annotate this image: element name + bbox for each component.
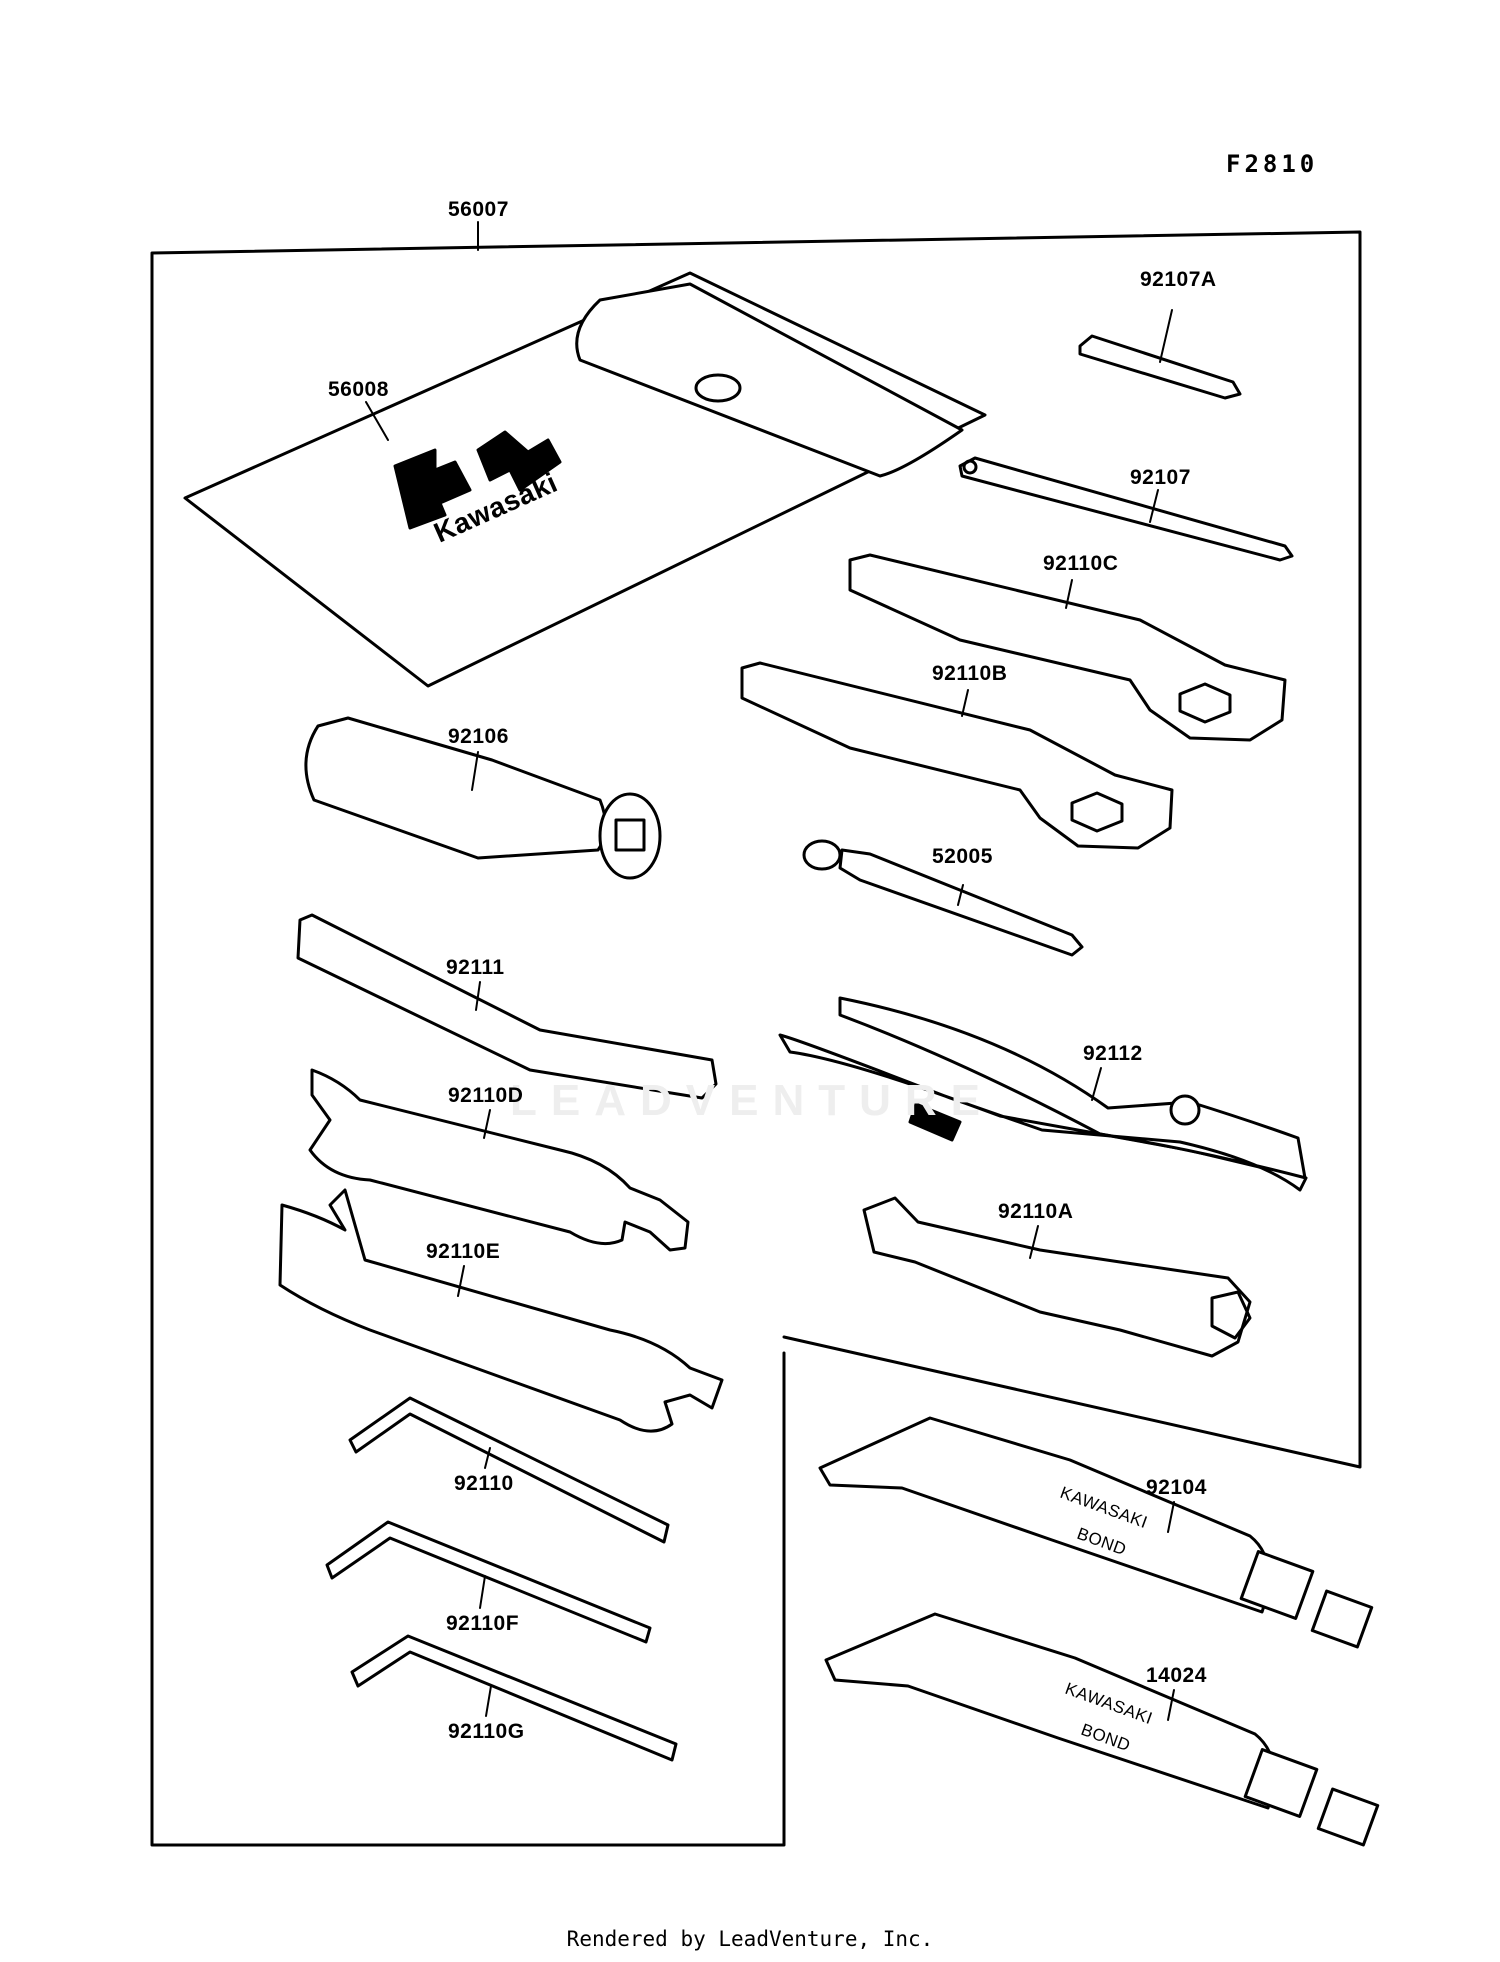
bond-tube-14024-illustration: [824, 1612, 1380, 1847]
callout-92110B: 92110B: [932, 662, 1008, 685]
callout-92110A: 92110A: [998, 1200, 1074, 1223]
bond-tube-92104-illustration: [818, 1416, 1374, 1649]
callout-92110C: 92110C: [1043, 552, 1119, 575]
open-wrench-d-illustration: [308, 1068, 690, 1252]
footer-credit: Rendered by LeadVenture, Inc.: [566, 1927, 934, 1951]
hex-wrench-g-illustration: [350, 1634, 678, 1762]
callout-52005: 52005: [932, 845, 993, 868]
callout-92110: 92110: [454, 1472, 514, 1495]
open-wrench-e-illustration: [278, 1188, 724, 1433]
leader-56008: [365, 401, 389, 441]
plug-wrench-illustration: [862, 1196, 1252, 1358]
callout-92110D: 92110D: [448, 1084, 524, 1107]
pliers-illustration: [778, 996, 1308, 1192]
tool-pouch-illustration: [183, 271, 987, 688]
toolkit-frame: [150, 230, 1362, 1847]
box-wrench-b-illustration: [740, 661, 1174, 850]
extension-bar-illustration: [296, 913, 718, 1100]
hex-wrench-illustration: [348, 1396, 670, 1544]
spoke-wrench-illustration: [802, 839, 1084, 957]
callout-92110F: 92110F: [446, 1612, 520, 1635]
callout-92110G: 92110G: [448, 1720, 525, 1743]
figure-code: F2810: [1226, 150, 1319, 178]
callout-92107: 92107: [1130, 466, 1191, 489]
callout-92104: 92104: [1146, 1476, 1207, 1499]
callout-92106: 92106: [448, 725, 509, 748]
callout-14024: 14024: [1146, 1664, 1207, 1687]
callout-56008: 56008: [328, 378, 389, 401]
box-wrench-c-illustration: [848, 553, 1287, 742]
screwdriver-bit-illustration: [1078, 309, 1242, 400]
callout-92110E: 92110E: [426, 1240, 501, 1263]
callout-92111: 92111: [446, 956, 505, 979]
watermark-text: LEADVENTURE: [510, 1076, 995, 1125]
handle-illustration: [304, 716, 662, 880]
callout-56007: 56007: [448, 198, 509, 221]
callout-92112: 92112: [1083, 1042, 1143, 1065]
hex-wrench-f-illustration: [325, 1520, 652, 1644]
screwdriver-shaft-illustration: [958, 456, 1294, 562]
callout-92107A: 92107A: [1140, 268, 1217, 291]
